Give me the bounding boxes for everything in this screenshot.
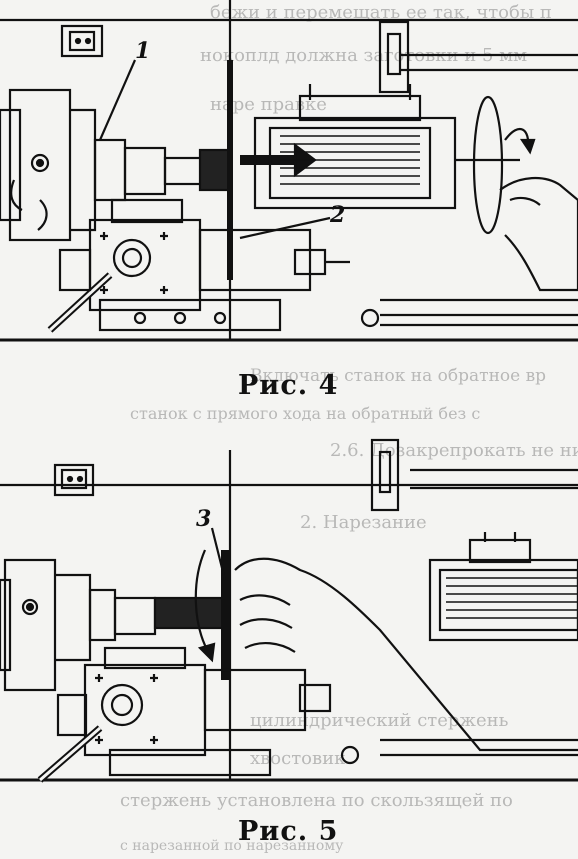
bg-text-line: хвостовик xyxy=(250,748,346,769)
figure-caption: Рис. 5 xyxy=(238,816,339,847)
bg-text-line: станок с прямого хода на обратный без с xyxy=(130,404,481,423)
figure-5-lathe-drawing: 3 xyxy=(0,410,578,820)
bg-text-line: бежи и перемещать ее так, чтобы п xyxy=(210,2,552,23)
bg-text-line: наре правке xyxy=(210,94,327,115)
bg-text-line: стержень установлена по скользящей по xyxy=(120,790,513,811)
lathe-drawing-svg: 1 2 xyxy=(0,0,578,342)
lathe-drawing-svg: 3 xyxy=(0,438,578,783)
callout-label: 1 xyxy=(135,38,150,64)
bg-text-line: нокоплд должна заготовки и 5 мм xyxy=(200,45,528,66)
figure-4-lathe-drawing: 1 2 xyxy=(0,0,578,370)
bg-text-line: Включать станок на обратное вр xyxy=(250,366,547,386)
bg-text-line: цилиндрический стержень xyxy=(250,710,509,731)
bg-text-line: с нарезанной по нарезанному xyxy=(120,838,344,854)
callout-label: 3 xyxy=(196,506,211,532)
bg-text-line: 2.6. Дозакрепрокать не ни xyxy=(330,440,578,461)
callout-label: 2 xyxy=(329,202,345,228)
figure-caption: Рис. 4 xyxy=(238,370,339,401)
bg-text-line: 2. Нарезание xyxy=(300,512,427,533)
